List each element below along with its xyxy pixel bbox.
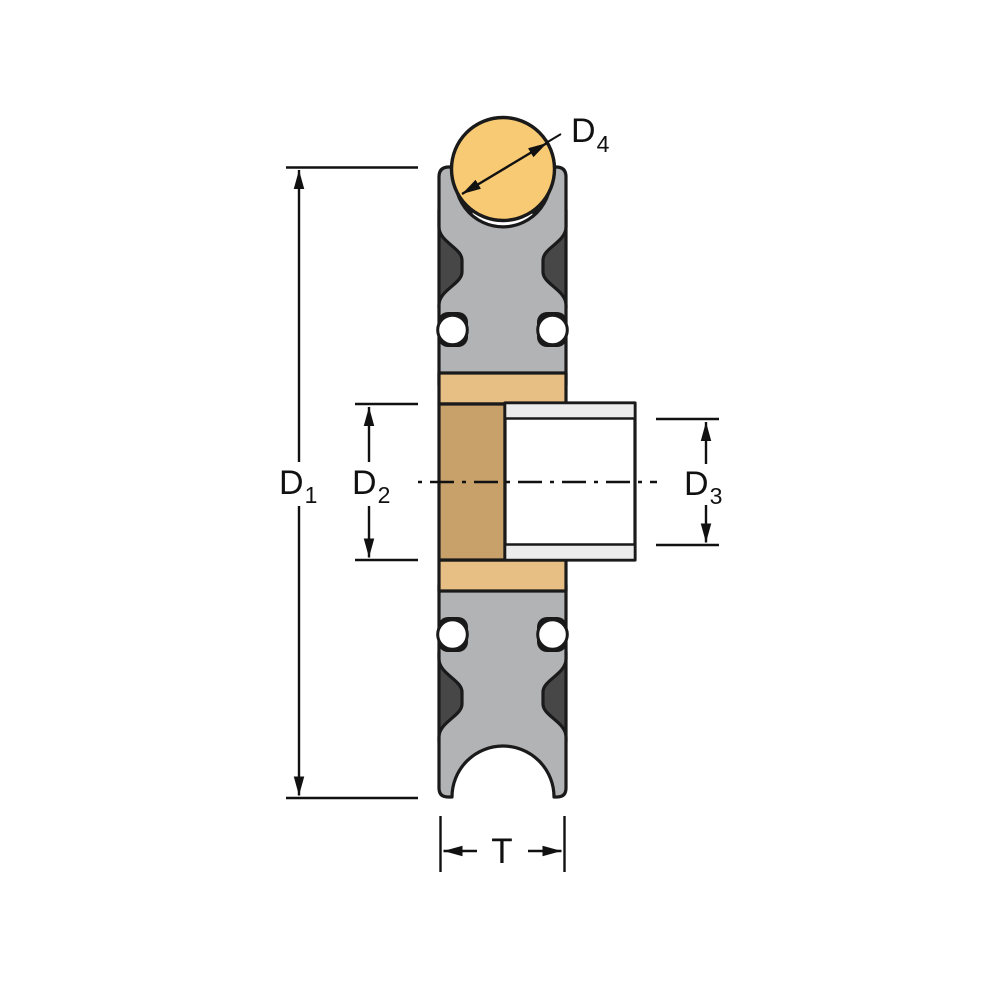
dimension-d4: [461, 133, 562, 196]
dimension-d1: [286, 166, 418, 800]
bearing-ball-bottom-right: [536, 618, 569, 651]
label-d4: D4: [571, 112, 610, 157]
label-t: T: [491, 832, 512, 871]
bearing-ball-top-left: [436, 313, 469, 347]
bushing-flange-bottom: [437, 558, 568, 593]
dimension-d2: [355, 402, 418, 562]
dimensions: [286, 133, 719, 872]
d4-diameter-arrow: [461, 141, 548, 196]
label-d2: D2: [352, 464, 390, 508]
bushing-flange-top: [437, 371, 568, 406]
bearing-ball-top-right: [536, 313, 569, 347]
shaft-wall-top: [503, 401, 637, 420]
sheave-flange-bottom: [437, 583, 568, 799]
dimension-d3: [656, 417, 719, 547]
sheave-flange-top: [437, 165, 568, 387]
dimension-t: [439, 816, 566, 872]
bearing-ball-bottom-left: [436, 618, 469, 651]
d4-leader-line: [545, 133, 562, 144]
sheave-body: [436, 115, 637, 799]
label-d1: D1: [279, 464, 317, 508]
label-d3: D3: [684, 465, 722, 509]
dimension-labels: D1 D2 D3 D4 T: [279, 112, 722, 871]
shaft-wall-bottom: [503, 543, 637, 562]
